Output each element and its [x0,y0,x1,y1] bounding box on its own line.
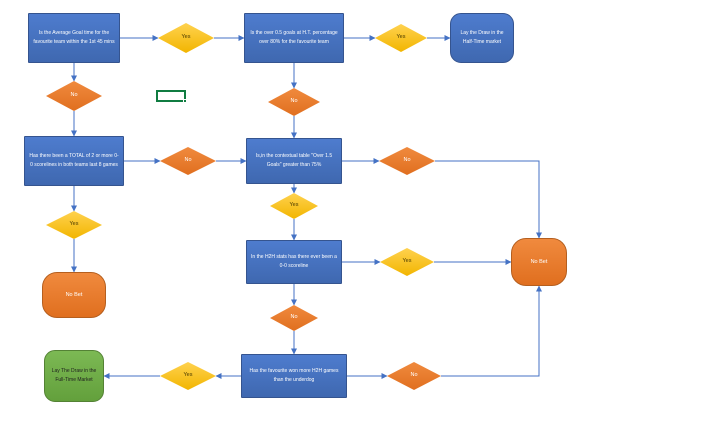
connector-no6-noBetRight [441,285,542,377]
node-label: Yes [69,221,79,228]
node-label: No [410,372,418,379]
node-label: No [290,98,298,105]
process-total-00-scorelines[interactable]: Has there been a TOTAL of 2 or more 0-0 … [24,136,124,186]
cell-fill-handle[interactable] [183,99,187,103]
node-label: Yes [183,372,193,379]
process-h2h-stats[interactable]: In the H2H stats has there ever been a 0… [246,240,342,284]
node-label: No [70,92,78,99]
node-label: Has there been a TOTAL of 2 or more 0-0 … [29,152,119,169]
process-favourite-won-more[interactable]: Has the favourite won more H2H games tha… [241,354,347,398]
node-label: No Bet [65,291,83,298]
node-label: No Bet [530,258,548,265]
process-contextual-table[interactable]: Is,in the contextual table "Over 1.5 Goa… [246,138,342,184]
selected-cell-cursor[interactable] [156,90,187,103]
terminator-lay-half-time[interactable]: Lay the Draw in the Half-Time market [450,13,514,63]
process-ht-percentage[interactable]: Is the over 0.5 goals at H.T. percentage… [244,13,344,63]
node-label: In the H2H stats has there ever been a 0… [251,253,337,270]
storage-no-bet-left[interactable]: No Bet [42,272,106,318]
storage-no-bet-right[interactable]: No Bet [511,238,567,286]
node-label: No [403,157,411,164]
terminator-lay-full-time[interactable]: Lay The Draw in the Full-Time Market [44,350,104,402]
node-label: Is the Average Goal time for the favouri… [33,29,115,46]
connector-no4-noBetRight [435,160,542,239]
node-label: Lay the Draw in the Half-Time market [460,29,504,46]
node-label: Yes [402,258,412,265]
node-label: Has the favourite won more H2H games tha… [249,367,339,384]
node-label: No [184,157,192,164]
node-label: No [290,314,298,321]
node-label: Yes [396,34,406,41]
node-label: Yes [289,202,299,209]
node-label: Is the over 0.5 goals at H.T. percentage… [250,29,338,46]
node-label: Is,in the contextual table "Over 1.5 Goa… [255,152,333,169]
node-label: Lay The Draw in the Full-Time Market [51,367,97,384]
node-label: Yes [181,34,191,41]
process-avg-goal-time[interactable]: Is the Average Goal time for the favouri… [28,13,120,63]
